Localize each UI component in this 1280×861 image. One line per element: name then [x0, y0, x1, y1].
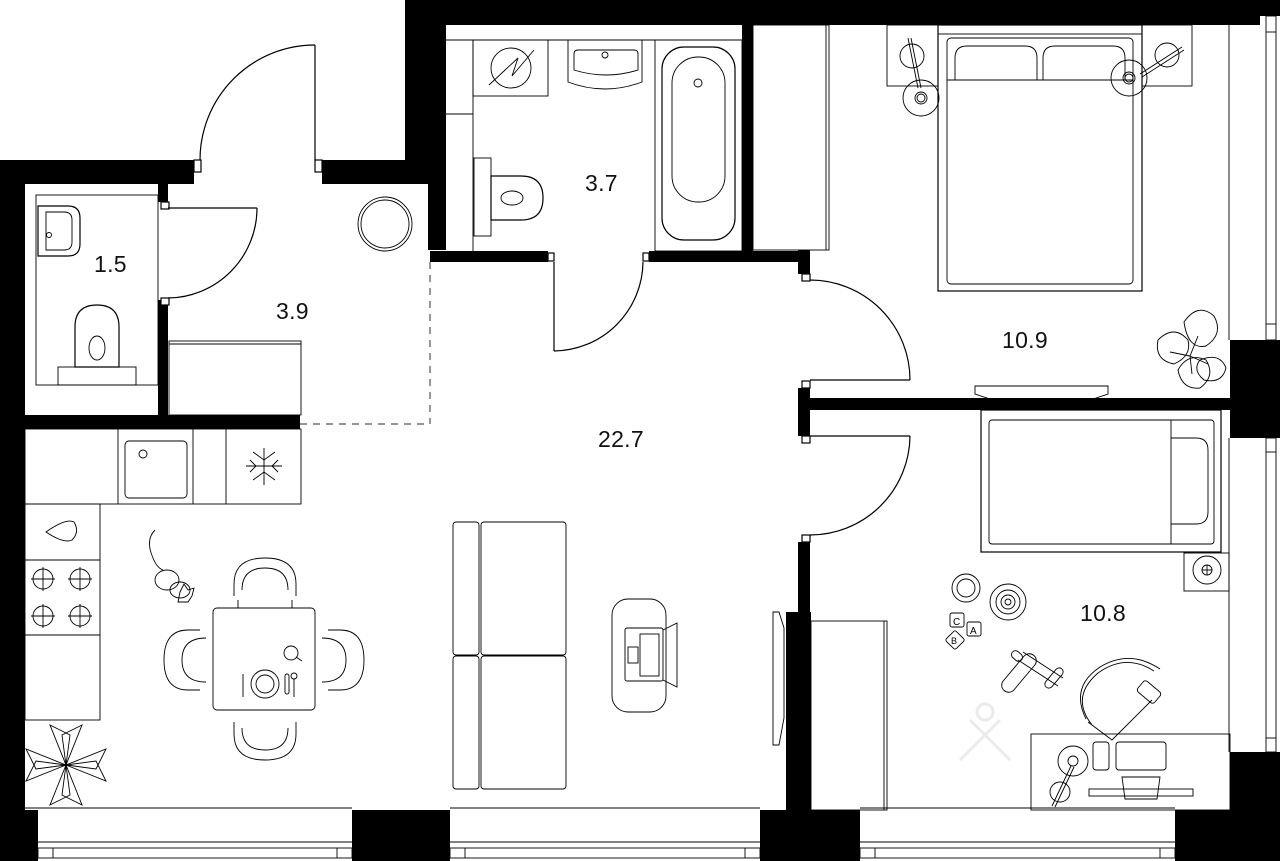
wardrobe-icon[interactable] [168, 340, 302, 416]
cat-icon [149, 529, 195, 603]
doors [160, 44, 911, 543]
watermark-logo [958, 702, 1012, 762]
chair-icon [321, 629, 365, 691]
room-area-bathroom: 3.7 [585, 170, 618, 196]
chair-icon [233, 557, 297, 608]
window-bottom-3 [859, 807, 1176, 859]
windows [25, 15, 1277, 859]
lamp-icon [899, 37, 940, 117]
lamp-icon [1110, 42, 1185, 97]
svg-text:A: A [970, 626, 977, 637]
bathtub-icon [654, 39, 743, 252]
chair-icon [163, 629, 207, 691]
tv-icon [974, 385, 1109, 400]
room-area-living: 22.7 [598, 426, 644, 452]
room-area-wc: 1.5 [94, 251, 127, 277]
bedroom-fixtures [752, 24, 1227, 400]
lamp-icon [1049, 745, 1089, 808]
double-bed-icon [937, 24, 1143, 292]
svg-text:B: B [951, 636, 957, 646]
tv-icon [772, 611, 785, 746]
zone-boundary [300, 262, 431, 425]
round-mirror-icon [357, 196, 413, 252]
plate-icon [250, 669, 280, 699]
hall-fixtures [168, 196, 413, 416]
washbasin-icon [567, 39, 643, 90]
wc-door[interactable] [160, 201, 258, 306]
nightstand-icon [886, 24, 939, 87]
stove-icon [31, 567, 92, 628]
lamp-icon [1183, 552, 1230, 592]
room-area-hall: 3.9 [276, 298, 309, 324]
wardrobe-icon[interactable] [752, 24, 830, 251]
toy-plane-icon [1001, 650, 1064, 693]
window-bottom-1 [25, 807, 353, 859]
kitchen-fixtures [24, 428, 365, 806]
toy-ring-icon [951, 573, 981, 603]
hood-icon [45, 520, 77, 542]
room-area-bedroom: 10.9 [1002, 327, 1048, 353]
fridge-icon [246, 448, 282, 485]
laptop-icon [624, 622, 678, 688]
window-bottom-2 [449, 807, 761, 859]
kids-room-door[interactable] [801, 435, 911, 543]
washbasin-icon [37, 205, 81, 257]
desk-icon [1030, 733, 1231, 811]
bathroom-door[interactable] [547, 252, 650, 352]
toy-target-icon [989, 583, 1027, 621]
toilet-icon [57, 304, 137, 386]
toilet-icon [473, 157, 544, 237]
kids-room-fixtures: C A B [810, 409, 1231, 811]
plant-icon [1156, 309, 1227, 389]
sink-icon [124, 440, 188, 499]
bathroom-fixtures [446, 39, 743, 252]
toy-blocks-icon: C A B [945, 612, 982, 650]
office-chair-icon [1079, 658, 1162, 741]
bedroom-door[interactable] [801, 273, 911, 389]
dining-table-icon [212, 607, 316, 711]
wc-fixtures [35, 194, 159, 386]
svg-text:C: C [953, 617, 960, 628]
living-fixtures [452, 521, 785, 790]
window-right-2 [1228, 437, 1277, 753]
window-right-1 [1228, 15, 1277, 341]
washing-machine-icon [472, 39, 549, 97]
plant-icon [25, 724, 107, 806]
wardrobe-icon[interactable] [810, 620, 888, 811]
nightstand-icon [1141, 24, 1193, 87]
coffee-table-icon [611, 598, 678, 713]
chair-icon [233, 722, 297, 761]
sofa-icon [452, 521, 567, 790]
single-bed-icon [980, 409, 1222, 553]
entrance-door[interactable] [193, 44, 323, 173]
room-area-kids: 10.8 [1080, 600, 1126, 626]
